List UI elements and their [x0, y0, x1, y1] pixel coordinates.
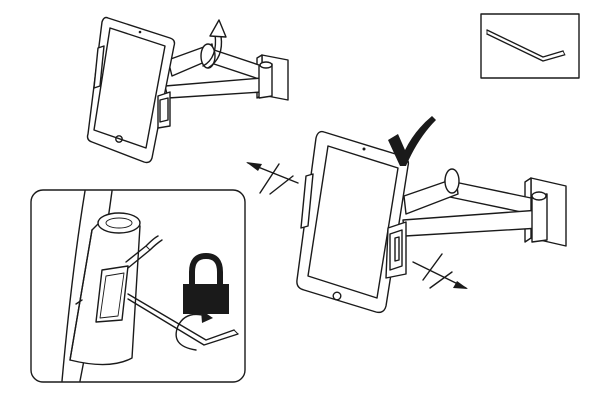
included-tool-box: [481, 14, 579, 78]
clamp-main: [386, 222, 406, 278]
tool-frame: [481, 14, 579, 78]
tablet-main: [297, 132, 409, 313]
crossed-arrow-left-icon: [246, 162, 298, 194]
swing-arm-top: [165, 44, 272, 98]
detail-inset: [31, 190, 245, 382]
clamp-top: [158, 92, 170, 128]
tablet-initial-assembly: [88, 18, 289, 163]
crossed-arrow-right-icon: [413, 254, 468, 289]
hex-key-icon: [487, 30, 565, 61]
tablet-top: [88, 18, 175, 163]
tablet-correct-assembly: [246, 116, 566, 312]
padlock-locked-icon: [183, 256, 229, 314]
clamp-detail: [70, 213, 140, 365]
